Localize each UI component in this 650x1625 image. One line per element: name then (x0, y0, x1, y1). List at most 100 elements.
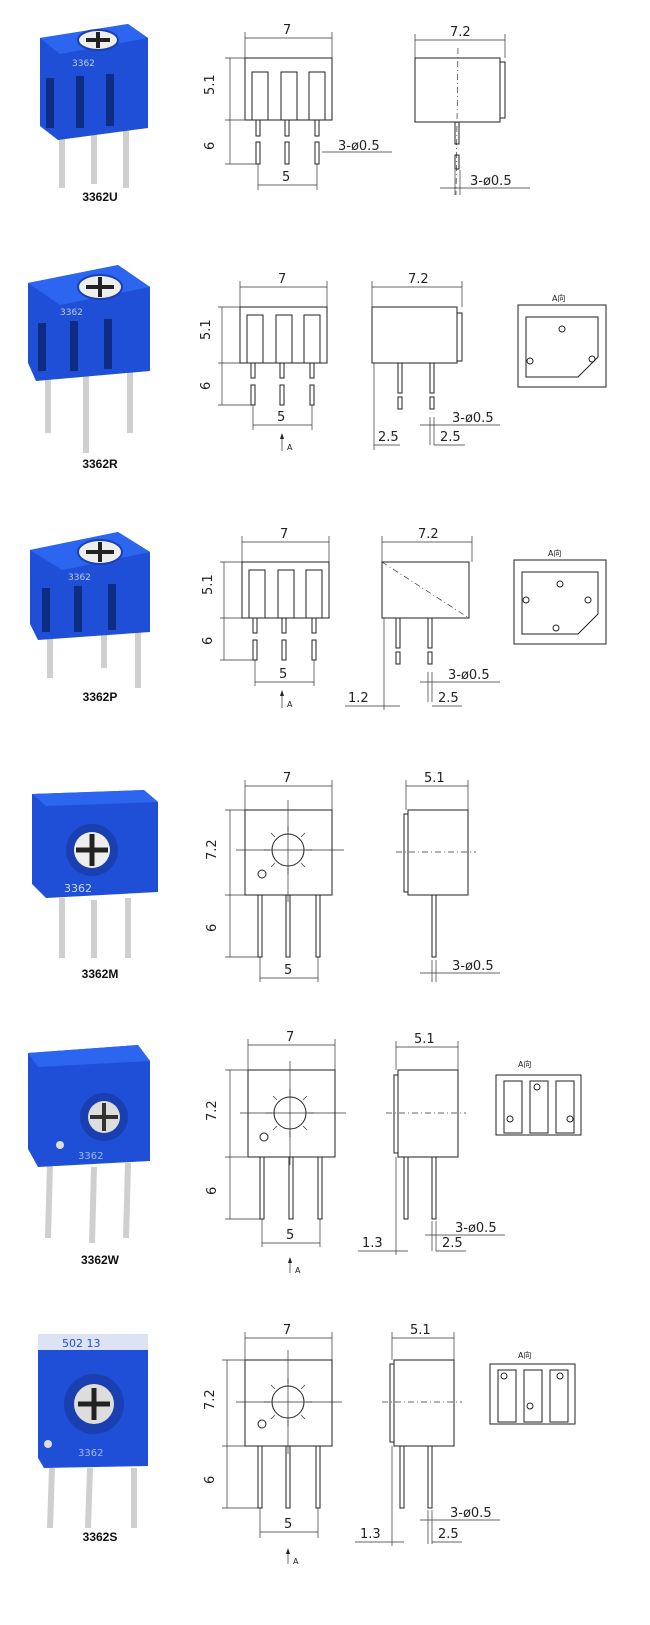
row-3362u: 3362 3362U 7 5.1 6 (0, 0, 650, 270)
model-label: 3362P (82, 690, 118, 704)
dim-offset: 1.3 (360, 1527, 381, 1542)
photo-3362w: 3362 (28, 1045, 150, 1243)
dim-offset: 1.2 (348, 691, 369, 706)
drawing-3362u: 7 5.1 6 5 3-ø0.5 (203, 23, 530, 196)
view-arrow-a: A (295, 1266, 301, 1275)
dim-height: 5.1 (203, 74, 218, 95)
side-view: 5.1 3-ø0.5 (396, 771, 500, 982)
dim-height: 7.2 (203, 1389, 218, 1410)
dim-height: 7.2 (205, 1100, 220, 1121)
dim-side-pins: 3-ø0.5 (452, 411, 494, 426)
dim-pitch: 2.5 (438, 691, 459, 706)
drawing-3362m: 7 7.2 6 5 (205, 771, 500, 982)
model-label: 3362M (81, 967, 119, 981)
front-view: 7 7.2 6 5 (203, 1323, 342, 1566)
model-label: 3362R (82, 457, 118, 471)
dim-spacing: 5 (277, 410, 285, 425)
dim-width: 7 (283, 771, 291, 786)
dim-pin-length: 6 (205, 924, 220, 932)
dim-pitch: 2.5 (440, 430, 461, 445)
photo-code-p: 3362 (68, 573, 91, 583)
dim-width: 7 (283, 1323, 291, 1338)
dim-side-width: 7.2 (408, 272, 429, 287)
row-3362w: 3362 3362W 7 7.2 (0, 1025, 650, 1295)
dim-side-width: 7.2 (418, 527, 439, 542)
photo-code-u: 3362 (72, 59, 95, 69)
dim-pin-length: 6 (201, 637, 216, 645)
view-label: A向 (552, 293, 565, 303)
dim-offset: 2.5 (378, 430, 399, 445)
front-view: 7 7.2 6 5 (205, 1030, 346, 1275)
photo-code-m: 3362 (64, 882, 92, 895)
photo-code-s: 3362 (78, 1448, 103, 1459)
model-label: 3362S (82, 1530, 118, 1544)
dim-width: 7 (283, 23, 291, 38)
dim-pin-length: 6 (199, 382, 214, 390)
photo-code-r: 3362 (60, 308, 83, 318)
drawing-3362p: 7 5.1 6 5 A (201, 527, 607, 710)
dim-side-pins: 3-ø0.5 (452, 959, 494, 974)
row-3362m: 3362 3362M 7 7.2 (0, 760, 650, 1030)
side-view: 7.2 3-ø0.5 1.2 2.5 (345, 527, 500, 710)
view-label: A向 (548, 548, 561, 558)
bottom-view: A向 (513, 548, 607, 645)
photo-3362m: 3362 (32, 790, 158, 958)
view-arrow-a: A (287, 700, 293, 709)
front-view: 7 7.2 6 5 (205, 771, 344, 982)
dim-pins: 3-ø0.5 (338, 139, 380, 154)
dim-side-pins: 3-ø0.5 (470, 174, 512, 189)
dim-height: 5.1 (199, 319, 214, 340)
dim-spacing: 5 (286, 1228, 294, 1243)
dim-side-pins: 3-ø0.5 (450, 1506, 492, 1521)
drawing-3362w: 7 7.2 6 5 (205, 1030, 582, 1275)
side-view: 7.2 3-ø0.5 2.5 2.5 (371, 272, 500, 450)
model-label: 3362U (82, 190, 118, 204)
dim-side-width: 7.2 (450, 25, 471, 40)
photo-3362s: 502 13 3362 (38, 1334, 148, 1528)
dim-side-pins: 3-ø0.5 (455, 1221, 497, 1236)
dim-height: 5.1 (201, 574, 216, 595)
photo-3362u: 3362 (40, 24, 148, 188)
row-3362r: 3362 3362R 7 5.1 6 (0, 245, 650, 515)
photo-3362r: 3362 (28, 265, 150, 453)
view-arrow-a: A (287, 443, 293, 452)
row-3362p: 3362 3362P 7 5.1 6 (0, 510, 650, 780)
dim-spacing: 5 (284, 1517, 292, 1532)
dim-width: 7 (286, 1030, 294, 1045)
dim-spacing: 5 (279, 667, 287, 682)
dim-width: 7 (278, 272, 286, 287)
side-view: 5.1 3-ø0.5 1.3 2.5 (355, 1323, 500, 1546)
dim-side-pins: 3-ø0.5 (448, 668, 490, 683)
view-label: A向 (518, 1059, 531, 1069)
bottom-view: A向 (517, 293, 607, 388)
front-view: 7 5.1 6 5 A (199, 272, 328, 452)
model-label: 3362W (80, 1253, 120, 1267)
bottom-view: A向 (495, 1059, 582, 1136)
dim-pin-length: 6 (203, 1476, 218, 1484)
view-arrow-a: A (293, 1557, 299, 1566)
drawing-3362s: 7 7.2 6 5 (203, 1323, 576, 1566)
dim-pin-length: 6 (203, 142, 218, 150)
dim-pitch: 2.5 (438, 1527, 459, 1542)
dim-pitch: 2.5 (442, 1236, 463, 1251)
side-view: 5.1 3-ø0.5 1.3 2.5 (358, 1032, 505, 1255)
view-label: A向 (518, 1350, 531, 1360)
dim-spacing: 5 (284, 963, 292, 978)
dim-side-width: 5.1 (424, 771, 445, 786)
photo-3362p: 3362 (30, 532, 150, 688)
dim-offset: 1.3 (362, 1236, 383, 1251)
photo-code-w: 3362 (78, 1151, 103, 1162)
front-view: 7 5.1 6 5 A (201, 527, 330, 709)
dim-side-width: 5.1 (410, 1323, 431, 1338)
photo-top-s: 502 13 (62, 1337, 101, 1350)
dim-height: 7.2 (205, 839, 220, 860)
row-3362s: 502 13 3362 3362S 7 (0, 1320, 650, 1590)
dim-pin-length: 6 (205, 1187, 220, 1195)
front-view: 7 5.1 6 5 3-ø0.5 (203, 23, 392, 190)
drawing-3362r: 7 5.1 6 5 A (199, 272, 607, 452)
side-view: 7.2 3-ø0.5 (414, 25, 530, 196)
dim-side-width: 5.1 (414, 1032, 435, 1047)
dim-width: 7 (280, 527, 288, 542)
bottom-view: A向 (489, 1350, 576, 1425)
dim-spacing: 5 (282, 170, 290, 185)
